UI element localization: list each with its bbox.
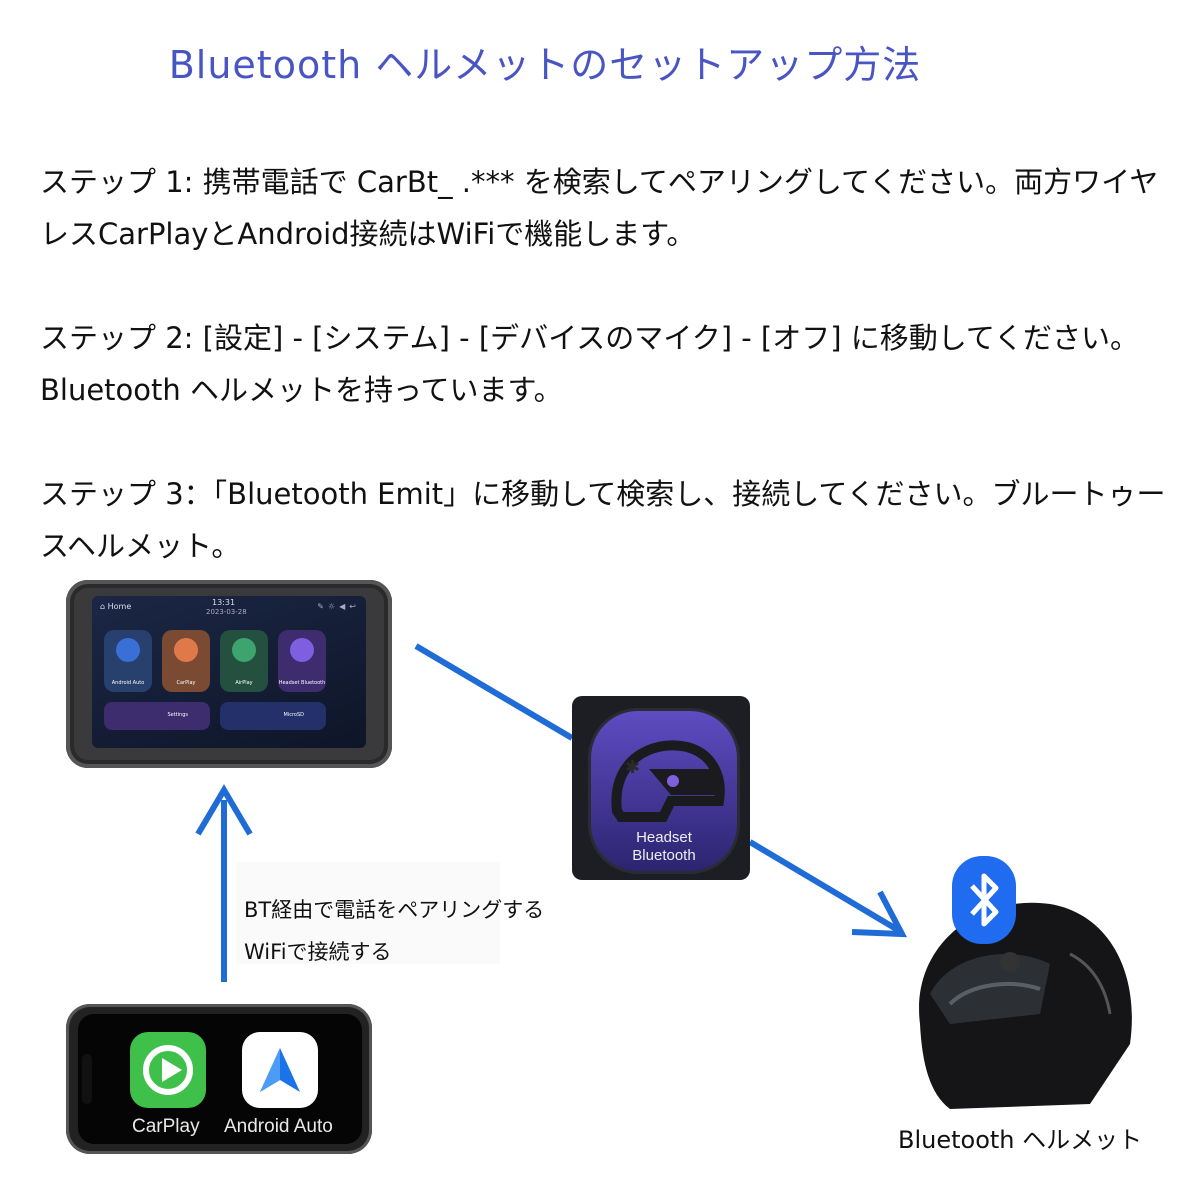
tablet-badge-line	[414, 643, 574, 741]
carplay-label: CarPlay	[132, 1116, 200, 1137]
helmet-label: Bluetooth ヘルメット	[898, 1126, 1143, 1154]
android-auto-label: Android Auto	[224, 1116, 333, 1137]
tile-carplay: CarPlay	[162, 630, 210, 692]
badge-helmet-arrow	[748, 839, 900, 933]
up-arrow-head	[195, 784, 253, 836]
bluetooth-icon	[952, 856, 1016, 944]
svg-text:✱: ✱	[625, 757, 640, 778]
clock-date: 2023-03-28	[206, 608, 247, 616]
headset-bluetooth-badge: ✱ Headset Bluetooth	[572, 696, 750, 880]
tablet-device: ⌂ Home 13:31 2023-03-28 ✎☼◀↩ Android Aut…	[66, 580, 392, 768]
helmet-icon: ✱	[611, 740, 725, 822]
helmet-image	[919, 902, 1132, 1109]
home-label: ⌂ Home	[100, 602, 132, 611]
step-1-text: ステップ 1: 携帯電話で CarBt_ .*** を検索してペアリングしてくだ…	[40, 165, 1159, 251]
caption-box: BT経由で電話をペアリングする WiFiで接続する	[236, 862, 544, 964]
clock-time: 13:31	[212, 598, 236, 607]
settings-bar: Settings	[104, 702, 210, 730]
microsd-bar: MicroSD	[220, 702, 326, 730]
android-auto-app-icon	[242, 1032, 318, 1108]
step-3-text: ステップ 3：「Bluetooth Emit」に移動して検索し、接続してください…	[40, 477, 1166, 563]
badge-label: Headset Bluetooth	[632, 829, 696, 864]
status-icons: ✎☼◀↩	[317, 602, 360, 611]
phone-notch	[82, 1054, 92, 1104]
phone-screen: CarPlay Android Auto	[78, 1014, 362, 1144]
play-icon	[174, 638, 198, 662]
android-icon	[116, 638, 140, 662]
tile-airplay: AirPlay	[220, 630, 268, 692]
badge-inner: ✱ Headset Bluetooth	[588, 708, 740, 874]
step-2-text: ステップ 2: [設定] - [システム] - [デバイスのマイク] - [オフ…	[40, 321, 1140, 407]
tile-android-auto: Android Auto	[104, 630, 152, 692]
caption-line-1: BT経由で電話をペアリングする	[244, 898, 545, 922]
caption-line-2: WiFiで接続する	[244, 940, 392, 964]
carplay-app-icon	[130, 1032, 206, 1108]
phone-device: CarPlay Android Auto	[66, 1004, 372, 1154]
badge-helmet-arrow-head	[851, 890, 908, 938]
airplay-icon	[232, 638, 256, 662]
tile-headset-bluetooth: Headset Bluetooth	[278, 630, 326, 692]
page-title: Bluetooth ヘルメットのセットアップ方法	[168, 43, 922, 87]
tablet-screen: ⌂ Home 13:31 2023-03-28 ✎☼◀↩ Android Aut…	[92, 596, 366, 748]
helmet-icon	[290, 638, 314, 662]
